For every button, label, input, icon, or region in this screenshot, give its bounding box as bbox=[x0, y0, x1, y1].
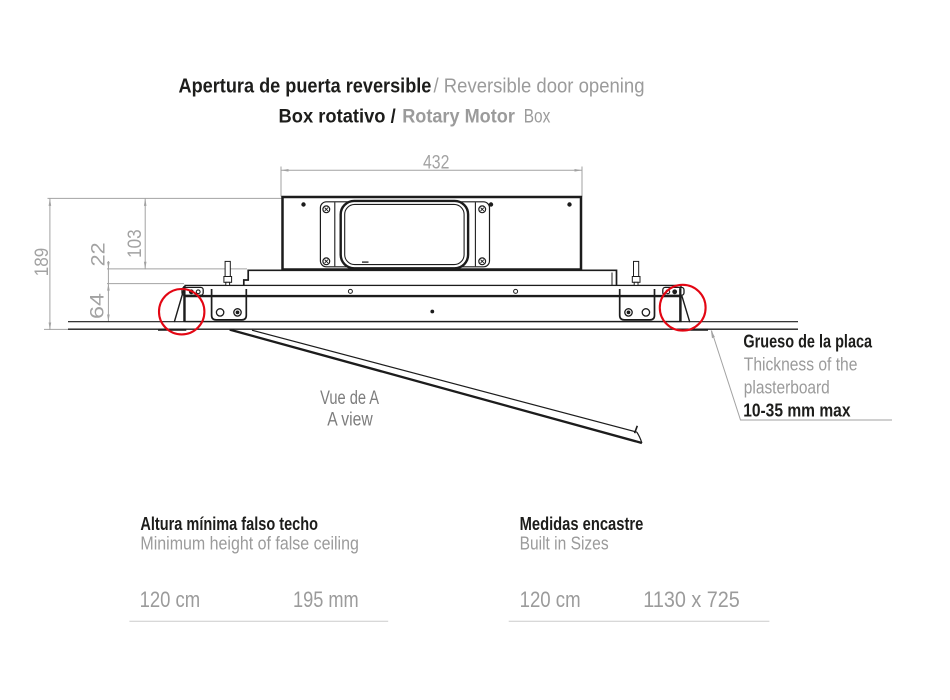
svg-text:A view: A view bbox=[327, 409, 373, 430]
svg-text:Built in Sizes: Built in Sizes bbox=[520, 534, 609, 554]
svg-text:195 mm: 195 mm bbox=[293, 587, 359, 612]
svg-text:Medidas encastre: Medidas encastre bbox=[520, 514, 644, 534]
svg-text:Minimum height of false ceilin: Minimum height of false ceiling bbox=[140, 534, 359, 554]
svg-text:plasterboard: plasterboard bbox=[744, 378, 830, 398]
svg-text:22: 22 bbox=[88, 242, 109, 266]
svg-text:Vue de A: Vue de A bbox=[320, 388, 379, 409]
svg-text:Altura mínima falso techo: Altura mínima falso techo bbox=[140, 514, 318, 534]
svg-text:Box rotativo /: Box rotativo / bbox=[279, 106, 397, 128]
svg-text:Grueso de la placa: Grueso de la placa bbox=[743, 331, 872, 351]
svg-text:103: 103 bbox=[125, 229, 146, 258]
svg-text:120 cm: 120 cm bbox=[140, 587, 201, 612]
svg-text:120 cm: 120 cm bbox=[520, 587, 581, 612]
svg-text:Thickness of the: Thickness of the bbox=[744, 355, 858, 375]
svg-text:Rotary Motor: Rotary Motor bbox=[402, 106, 515, 128]
svg-text:1130 x 725: 1130 x 725 bbox=[643, 587, 740, 612]
svg-text:Apertura de puerta reversible: Apertura de puerta reversible bbox=[179, 76, 432, 98]
svg-text:432: 432 bbox=[423, 153, 449, 174]
svg-text:189: 189 bbox=[32, 248, 53, 277]
svg-text:Box: Box bbox=[524, 106, 551, 128]
svg-text:64: 64 bbox=[88, 292, 109, 319]
svg-text:10-35 mm max: 10-35 mm max bbox=[743, 400, 850, 420]
svg-text:/ Reversible door opening: / Reversible door opening bbox=[434, 76, 645, 98]
